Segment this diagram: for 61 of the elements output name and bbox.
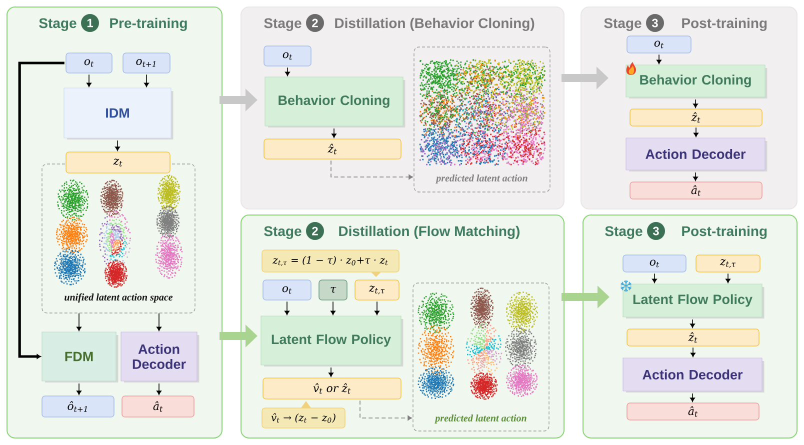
arrow bbox=[652, 273, 657, 284]
arrow bbox=[156, 312, 162, 332]
variable-box: ô$_{t+1}$ bbox=[42, 396, 114, 418]
arrow bbox=[328, 367, 334, 377]
step-number: 2 bbox=[306, 222, 324, 240]
arrow bbox=[115, 140, 120, 151]
module-box: IDM bbox=[64, 88, 174, 140]
plot-frame: predicted latent action bbox=[414, 46, 550, 192]
arrow bbox=[76, 383, 82, 395]
arrow bbox=[330, 160, 413, 180]
step-number: 2 bbox=[306, 14, 324, 32]
arrow bbox=[690, 319, 695, 328]
variable-box: τ bbox=[318, 280, 348, 300]
variable-box: ẑ$_{t}$ bbox=[264, 138, 402, 160]
module-box: Behavior Cloning bbox=[264, 76, 406, 128]
arrow bbox=[76, 312, 82, 332]
module-box: Action Decoder bbox=[120, 332, 200, 382]
step-number: 3 bbox=[646, 14, 664, 32]
variable-box: o$_{t}$ bbox=[262, 280, 312, 300]
plot-frame: predicted latent action bbox=[412, 282, 550, 432]
arrow bbox=[285, 67, 290, 76]
arrow bbox=[330, 301, 336, 316]
variable-box: o$_{t}$ bbox=[626, 36, 692, 54]
module-box: Latent Flow Policy bbox=[622, 284, 764, 318]
arrow bbox=[694, 127, 698, 138]
variable-box: ẑ$_{t}$ bbox=[626, 328, 760, 346]
variable-box: z$_{t}$ bbox=[66, 152, 170, 174]
arrow bbox=[690, 347, 696, 358]
formula-callout: z$_{t,τ}$ = (1 − τ) · z$_{0}$+τ · z$_{t}$ bbox=[262, 250, 400, 277]
arrow bbox=[656, 54, 662, 64]
module-box: Behavior Cloning bbox=[626, 64, 768, 98]
module-box: Action Decoder bbox=[626, 138, 768, 172]
arrow bbox=[374, 301, 380, 316]
arrow bbox=[360, 400, 412, 420]
arrow bbox=[284, 301, 290, 316]
variable-box: z$_{t,τ}$ bbox=[696, 254, 760, 272]
variable-box: o$_{t+1}$ bbox=[122, 52, 170, 74]
variable-box: â$_{t}$ bbox=[626, 402, 760, 420]
module-box: Action Decoder bbox=[622, 358, 764, 392]
variable-box: z$_{t,τ}$ bbox=[354, 280, 400, 300]
variable-box: o$_{t}$ bbox=[622, 254, 686, 272]
variable-box: o$_{t}$ bbox=[264, 46, 312, 66]
formula-callout: v̂$_{t}$ → (z$_{t}$ − z$_{0}$) bbox=[262, 401, 346, 428]
arrow bbox=[693, 172, 698, 181]
step-number: 3 bbox=[647, 222, 665, 240]
arrow bbox=[86, 74, 92, 88]
arrow bbox=[690, 393, 695, 402]
variable-box: â$_{t}$ bbox=[122, 396, 194, 418]
variable-box: ẑ$_{t}$ bbox=[630, 108, 762, 126]
module-box: Latent Flow Policy bbox=[260, 316, 404, 366]
arrow bbox=[332, 128, 336, 138]
arrow bbox=[156, 383, 162, 395]
arrow bbox=[144, 74, 149, 88]
variable-box: o$_{t}$ bbox=[66, 52, 112, 74]
module-box: FDM bbox=[42, 332, 118, 382]
arrow bbox=[18, 62, 64, 359]
variable-box: â$_{t}$ bbox=[630, 182, 762, 200]
arrow bbox=[693, 99, 698, 108]
variable-box: v̂$_{t}$ or ẑ$_{t}$ bbox=[262, 378, 402, 400]
step-number: 1 bbox=[81, 14, 99, 32]
arrow bbox=[726, 273, 730, 284]
